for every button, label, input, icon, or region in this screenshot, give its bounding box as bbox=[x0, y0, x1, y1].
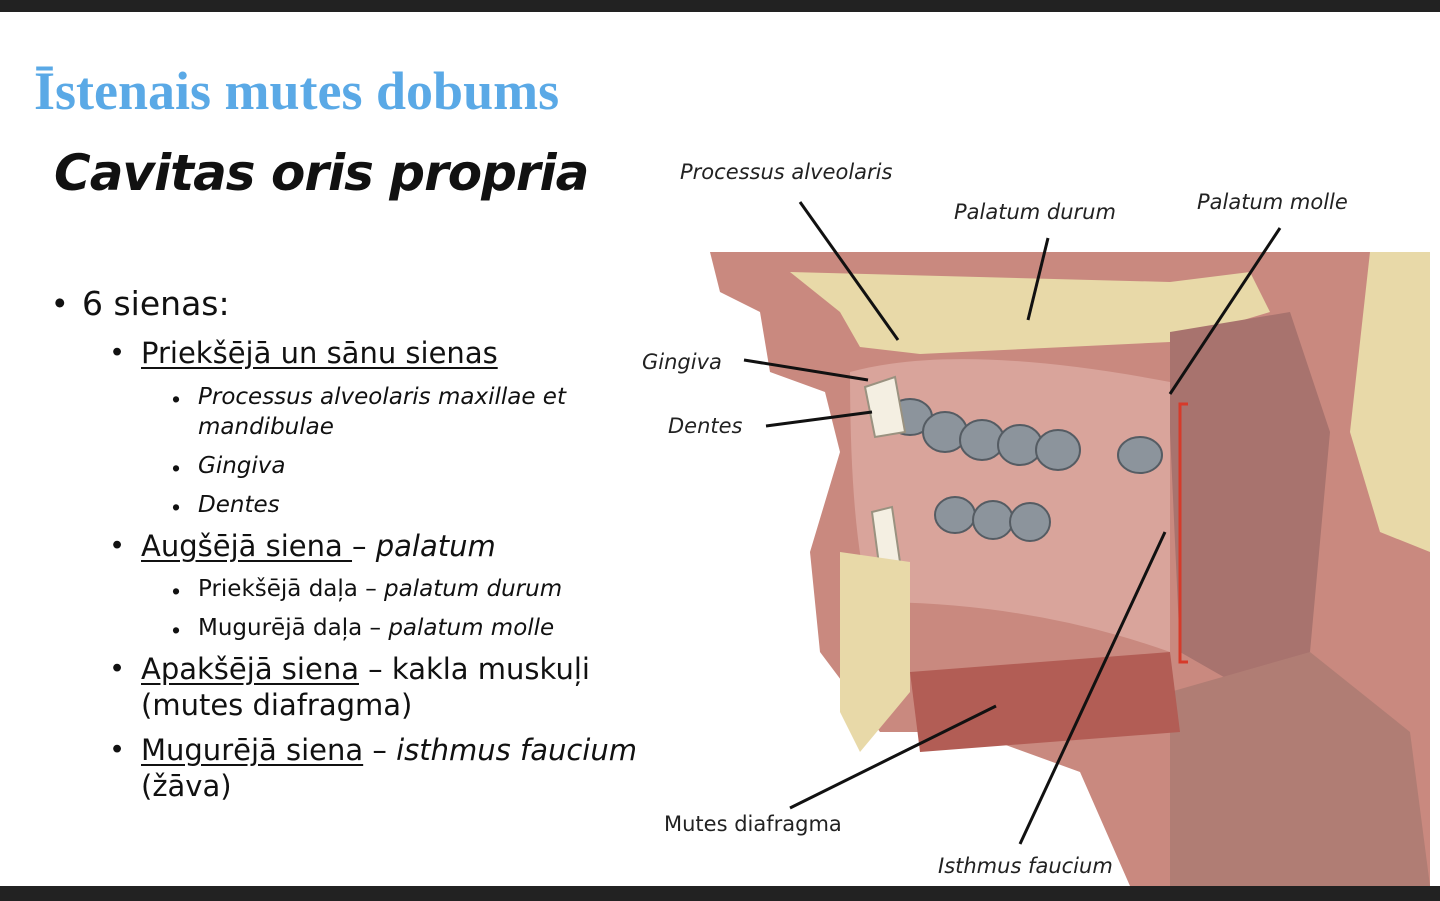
leader-dentes bbox=[765, 410, 873, 428]
leader-gingiva bbox=[743, 358, 869, 382]
palatum-durum-term: palatum durum bbox=[384, 576, 563, 602]
leader-palatum-durum bbox=[1026, 237, 1050, 321]
lower-wall-rest: – kakla muskuļi bbox=[358, 652, 590, 686]
bullet-palatum-durum: Priekšējā daļa – palatum durum bbox=[198, 576, 562, 602]
spine-shape bbox=[1350, 252, 1430, 552]
label-palatum-durum: Palatum durum bbox=[954, 200, 1116, 224]
upper-wall-term: palatum bbox=[375, 529, 496, 563]
bullet-dot: • bbox=[112, 336, 123, 368]
label-isthmus-faucium: Isthmus faucium bbox=[938, 854, 1113, 878]
slide-subtitle: Cavitas oris propria bbox=[54, 144, 589, 202]
bullet-gingiva: Gingiva bbox=[198, 453, 286, 479]
label-gingiva: Gingiva bbox=[642, 350, 722, 374]
bullet-processus: Processus alveolaris maxillae et bbox=[198, 384, 566, 410]
back-wall-sep: – bbox=[363, 733, 397, 767]
bullet-list: • 6 sienas: • Priekšējā un sānu sienas •… bbox=[0, 12, 700, 886]
neck-muscle-shape bbox=[1170, 652, 1430, 886]
upper-wall-sep: – bbox=[352, 529, 376, 563]
bullet-upper-wall: Augšējā siena – palatum bbox=[141, 529, 496, 563]
bullet-lower-wall: Apakšējā siena – kakla muskuļi bbox=[141, 652, 590, 686]
bullet-palatum-molle: Mugurējā daļa – palatum molle bbox=[198, 615, 554, 641]
upper-teeth bbox=[887, 398, 1163, 474]
bullet-dot: • bbox=[112, 652, 123, 684]
lower-wall-line2: (mutes diafragma) bbox=[141, 688, 413, 722]
bullet-front-walls: Priekšējā un sānu sienas bbox=[141, 336, 498, 370]
bullet-dot: • bbox=[54, 284, 66, 321]
lower-wall-heading: Apakšējā siena bbox=[141, 652, 359, 686]
leader-isthmus bbox=[1018, 531, 1167, 845]
upper-incisor-shape bbox=[863, 375, 907, 439]
leader-processus bbox=[798, 201, 900, 341]
bullet-processus-cont: mandibulae bbox=[198, 414, 334, 440]
back-wall-term: isthmus faucium bbox=[396, 733, 637, 767]
slide-title: Īstenais mutes dobums bbox=[34, 61, 560, 121]
label-mutes-diafragma: Mutes diafragma bbox=[664, 812, 842, 836]
bullet-walls: 6 sienas: bbox=[82, 284, 230, 323]
palatum-molle-label: Mugurējā daļa – bbox=[198, 615, 389, 641]
bullet-dentes: Dentes bbox=[198, 492, 280, 518]
lower-teeth bbox=[934, 496, 1051, 542]
bullet-dot: • bbox=[112, 529, 123, 561]
label-palatum-molle: Palatum molle bbox=[1197, 190, 1348, 214]
back-wall-heading: Mugurējā siena bbox=[141, 733, 364, 767]
mandible-shape bbox=[840, 552, 910, 752]
bullet-dot: • bbox=[172, 386, 181, 412]
label-dentes: Dentes bbox=[668, 414, 743, 438]
bullet-dot: • bbox=[172, 455, 181, 481]
leader-palatum-molle bbox=[1168, 227, 1282, 395]
palatum-molle-term: palatum molle bbox=[388, 615, 555, 641]
bullet-dot: • bbox=[172, 578, 181, 604]
bullet-dot: • bbox=[172, 494, 181, 520]
mouth-floor-muscle-shape bbox=[910, 652, 1180, 752]
leader-mutes-diafragma bbox=[789, 704, 997, 810]
pharynx-muscle-shape bbox=[1170, 312, 1330, 692]
isthmus-bracket bbox=[1178, 402, 1188, 664]
bullet-dot: • bbox=[172, 617, 181, 643]
slide: Īstenais mutes dobums Cavitas oris propr… bbox=[0, 12, 1440, 886]
palatum-durum-label: Priekšējā daļa – bbox=[198, 576, 385, 602]
upper-wall-heading: Augšējā siena bbox=[141, 529, 353, 563]
bullet-back-wall: Mugurējā siena – isthmus faucium bbox=[141, 733, 637, 767]
bullet-dot: • bbox=[112, 733, 123, 765]
label-processus-alveolaris: Processus alveolaris bbox=[680, 160, 893, 184]
back-wall-line2: (žāva) bbox=[141, 769, 232, 803]
oral-cavity-illustration bbox=[710, 201, 1430, 886]
anatomy-figure: Processus alveolaris Palatum durum Palat… bbox=[610, 132, 1440, 886]
